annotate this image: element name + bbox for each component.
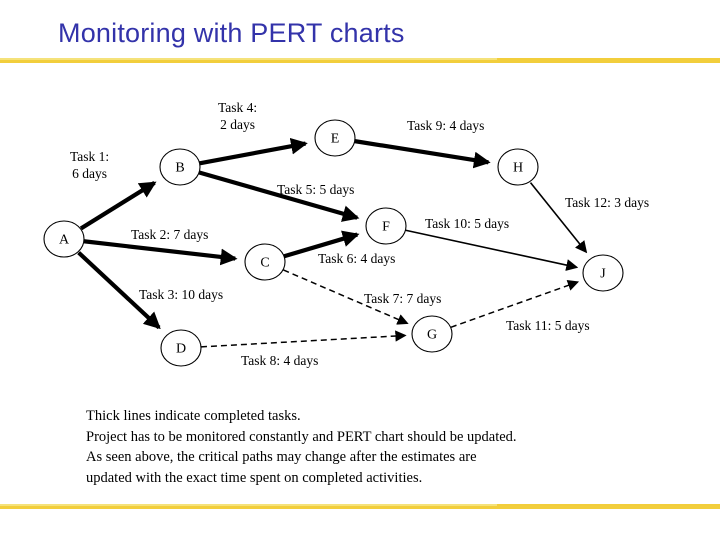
edge-label-task-9: Task 9: 4 days bbox=[407, 118, 485, 133]
edge-label-line-1: Task 1: bbox=[70, 149, 110, 164]
divider-bottom-thick bbox=[0, 506, 720, 509]
pert-node-g[interactable]: G bbox=[411, 315, 453, 353]
pert-network-svg: A B C D E F G H J bbox=[43, 119, 624, 367]
pert-node-b[interactable]: B bbox=[159, 148, 201, 186]
caption-line-4: updated with the exact time spent on com… bbox=[86, 469, 423, 486]
node-label-j: J bbox=[600, 267, 606, 282]
pert-node-f[interactable]: F bbox=[365, 207, 407, 245]
edge-label-line-2: 6 days bbox=[72, 165, 108, 181]
node-layer: A B C D E F G H J bbox=[43, 119, 624, 367]
edge-label-task-6: Task 6: 4 days bbox=[318, 251, 396, 266]
edge-label-task-1: Task 1:6 days bbox=[70, 149, 109, 183]
node-circle-f bbox=[365, 207, 407, 245]
node-label-f: F bbox=[382, 220, 390, 235]
edge-label-task-11: Task 11: 5 days bbox=[506, 318, 590, 333]
node-circle-a bbox=[43, 220, 85, 258]
pert-node-c[interactable]: C bbox=[244, 243, 286, 281]
caption-line-3: As seen above, the critical paths may ch… bbox=[86, 449, 477, 466]
node-circle-j bbox=[582, 254, 624, 292]
edge-label-task-2: Task 2: 7 days bbox=[131, 227, 209, 242]
edge-b-f bbox=[198, 170, 360, 222]
node-circle-c bbox=[244, 243, 286, 281]
edge-label-task-5: Task 5: 5 days bbox=[277, 182, 355, 197]
divider-bottom bbox=[0, 504, 720, 512]
edge-c-f bbox=[283, 230, 360, 259]
edge-label-line-2: 2 days bbox=[220, 116, 256, 132]
node-label-e: E bbox=[331, 132, 340, 147]
node-label-b: B bbox=[175, 161, 184, 176]
pert-node-j[interactable]: J bbox=[582, 254, 624, 292]
pert-node-h[interactable]: H bbox=[497, 148, 539, 186]
node-label-d: D bbox=[176, 342, 186, 357]
divider-top-right bbox=[497, 58, 720, 60]
pert-node-e[interactable]: E bbox=[314, 119, 356, 157]
edge-a-d bbox=[77, 251, 161, 330]
edge-label-task-7: Task 7: 7 days bbox=[364, 291, 442, 306]
edge-b-e bbox=[199, 137, 308, 166]
node-circle-b bbox=[159, 148, 201, 186]
edge-c-g bbox=[283, 269, 409, 325]
edge-h-j bbox=[529, 182, 588, 254]
node-label-h: H bbox=[513, 161, 523, 176]
edge-label-task-10: Task 10: 5 days bbox=[425, 216, 510, 231]
edge-label-task-3: Task 3: 10 days bbox=[139, 287, 224, 302]
node-circle-h bbox=[497, 148, 539, 186]
edge-d-g bbox=[200, 330, 407, 348]
divider-top-thick bbox=[0, 60, 720, 63]
node-circle-e bbox=[314, 119, 356, 157]
node-circle-g bbox=[411, 315, 453, 353]
edge-label-line-1: Task 4: bbox=[218, 100, 258, 115]
edge-f-j bbox=[405, 229, 579, 271]
edge-label-task-12: Task 12: 3 days bbox=[565, 195, 650, 210]
divider-bottom-thin bbox=[0, 504, 497, 506]
edge-layer bbox=[77, 137, 588, 348]
node-label-g: G bbox=[427, 328, 437, 343]
edge-a-c bbox=[83, 239, 238, 266]
page-title: Monitoring with PERT charts bbox=[58, 18, 405, 48]
node-label-c: C bbox=[260, 256, 269, 271]
edge-label-task-4: Task 4:2 days bbox=[218, 100, 257, 134]
divider-bottom-right bbox=[497, 504, 720, 506]
pert-node-d[interactable]: D bbox=[160, 329, 202, 367]
edge-g-j bbox=[450, 280, 580, 328]
node-label-a: A bbox=[59, 233, 70, 248]
node-circle-d bbox=[160, 329, 202, 367]
caption-line-2: Project has to be monitored constantly a… bbox=[86, 428, 517, 445]
pert-node-a[interactable]: A bbox=[43, 220, 85, 258]
edge-e-h bbox=[354, 139, 491, 169]
caption-block: Thick lines indicate completed tasks. Pr… bbox=[86, 406, 686, 488]
edge-label-task-8: Task 8: 4 days bbox=[241, 353, 319, 368]
divider-top bbox=[0, 58, 720, 66]
edge-a-b bbox=[79, 181, 157, 231]
caption-line-1: Thick lines indicate completed tasks. bbox=[86, 408, 301, 424]
divider-top-thin bbox=[0, 58, 497, 60]
